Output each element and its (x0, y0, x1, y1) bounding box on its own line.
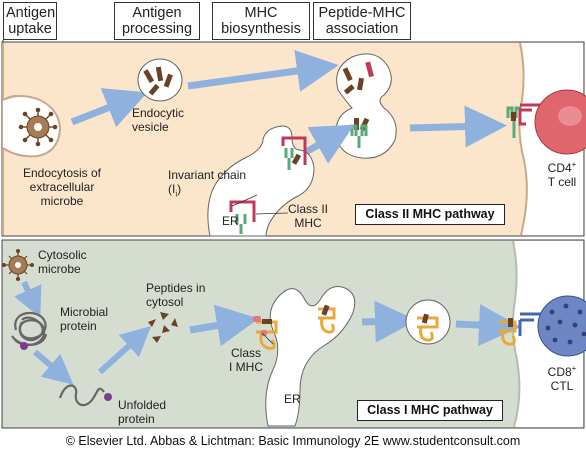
label-cd8-ctl: CD8+CTL (547, 364, 577, 393)
er-class1 (253, 286, 356, 427)
class1-vesicle (405, 299, 451, 345)
label-microbial-protein: Microbial protein (60, 305, 109, 333)
copyright-credit: © Elsevier Ltd. Abbas & Lichtman: Basic … (65, 434, 521, 448)
stage-tab-peptide-mhc-association: Peptide-MHC association (313, 2, 411, 40)
label-cd4-t-cell: CD4+T cell (547, 160, 577, 189)
label-er-class1: ER (284, 392, 301, 406)
stage-label-peptide-mhc-association: Peptide-MHC association (318, 5, 406, 37)
unfolded-protein (58, 384, 105, 407)
label-endocytosis: Endocytosis of extracellular microbe (22, 166, 102, 208)
arrow-peptides-to-er (189, 304, 259, 347)
label-unfolded-protein: Unfolded protein (118, 398, 167, 426)
stage-tab-antigen-processing: Antigen processing (114, 2, 200, 40)
arrow-er-to-fusion (304, 124, 355, 164)
cd4-t-cell (534, 89, 586, 155)
cytosolic-peptides (148, 312, 178, 343)
label-endocytic-vesicle: Endocytic vesicle (132, 106, 185, 134)
arrow-vesicle-to-membrane (455, 304, 521, 347)
label-cytosolic-microbe: Cytosolic microbe (38, 248, 87, 276)
label-er-class2: ER (222, 214, 239, 228)
cytosolic-microbe (1, 249, 35, 282)
stage-label-antigen-uptake: Antigen uptake (6, 5, 56, 37)
stage-tab-antigen-uptake: Antigen uptake (3, 2, 57, 40)
endocytic-vesicle (137, 58, 183, 102)
stage-label-antigen-processing: Antigen processing (121, 5, 193, 37)
cd8-ctl-cell (537, 295, 586, 357)
er-class2 (207, 125, 315, 237)
extracellular-microbe (18, 107, 58, 147)
class2-pathway-label: Class II MHC pathway (355, 204, 505, 225)
label-invariant-chain: Invariant chain (Ii) (168, 168, 247, 199)
class2-cell-membrane (518, 42, 528, 236)
arrow-unfolded-to-peptides (97, 325, 152, 375)
label-class2-mhc: Class II MHC (288, 202, 329, 230)
microbial-protein (11, 311, 48, 347)
label-class1-mhc: Class I MHC (229, 346, 263, 374)
arrow-protein-to-unfolded (33, 349, 74, 385)
arrow-microbe-to-protein (14, 280, 42, 318)
class1-pathway-label: Class I MHC pathway (357, 400, 503, 421)
stage-label-mhc-biosynthesis: MHC biosynthesis (221, 5, 301, 37)
arrow-vesicle-to-fusion (187, 50, 339, 92)
arrow-uptake-to-vesicle (70, 88, 148, 128)
stage-tab-mhc-biosynthesis: MHC biosynthesis (212, 2, 310, 40)
arrow-er-to-vesicle (361, 300, 417, 343)
label-peptides-in-cytosol: Peptides in cytosol (146, 281, 206, 309)
arrow-fusion-to-membrane (409, 105, 507, 148)
